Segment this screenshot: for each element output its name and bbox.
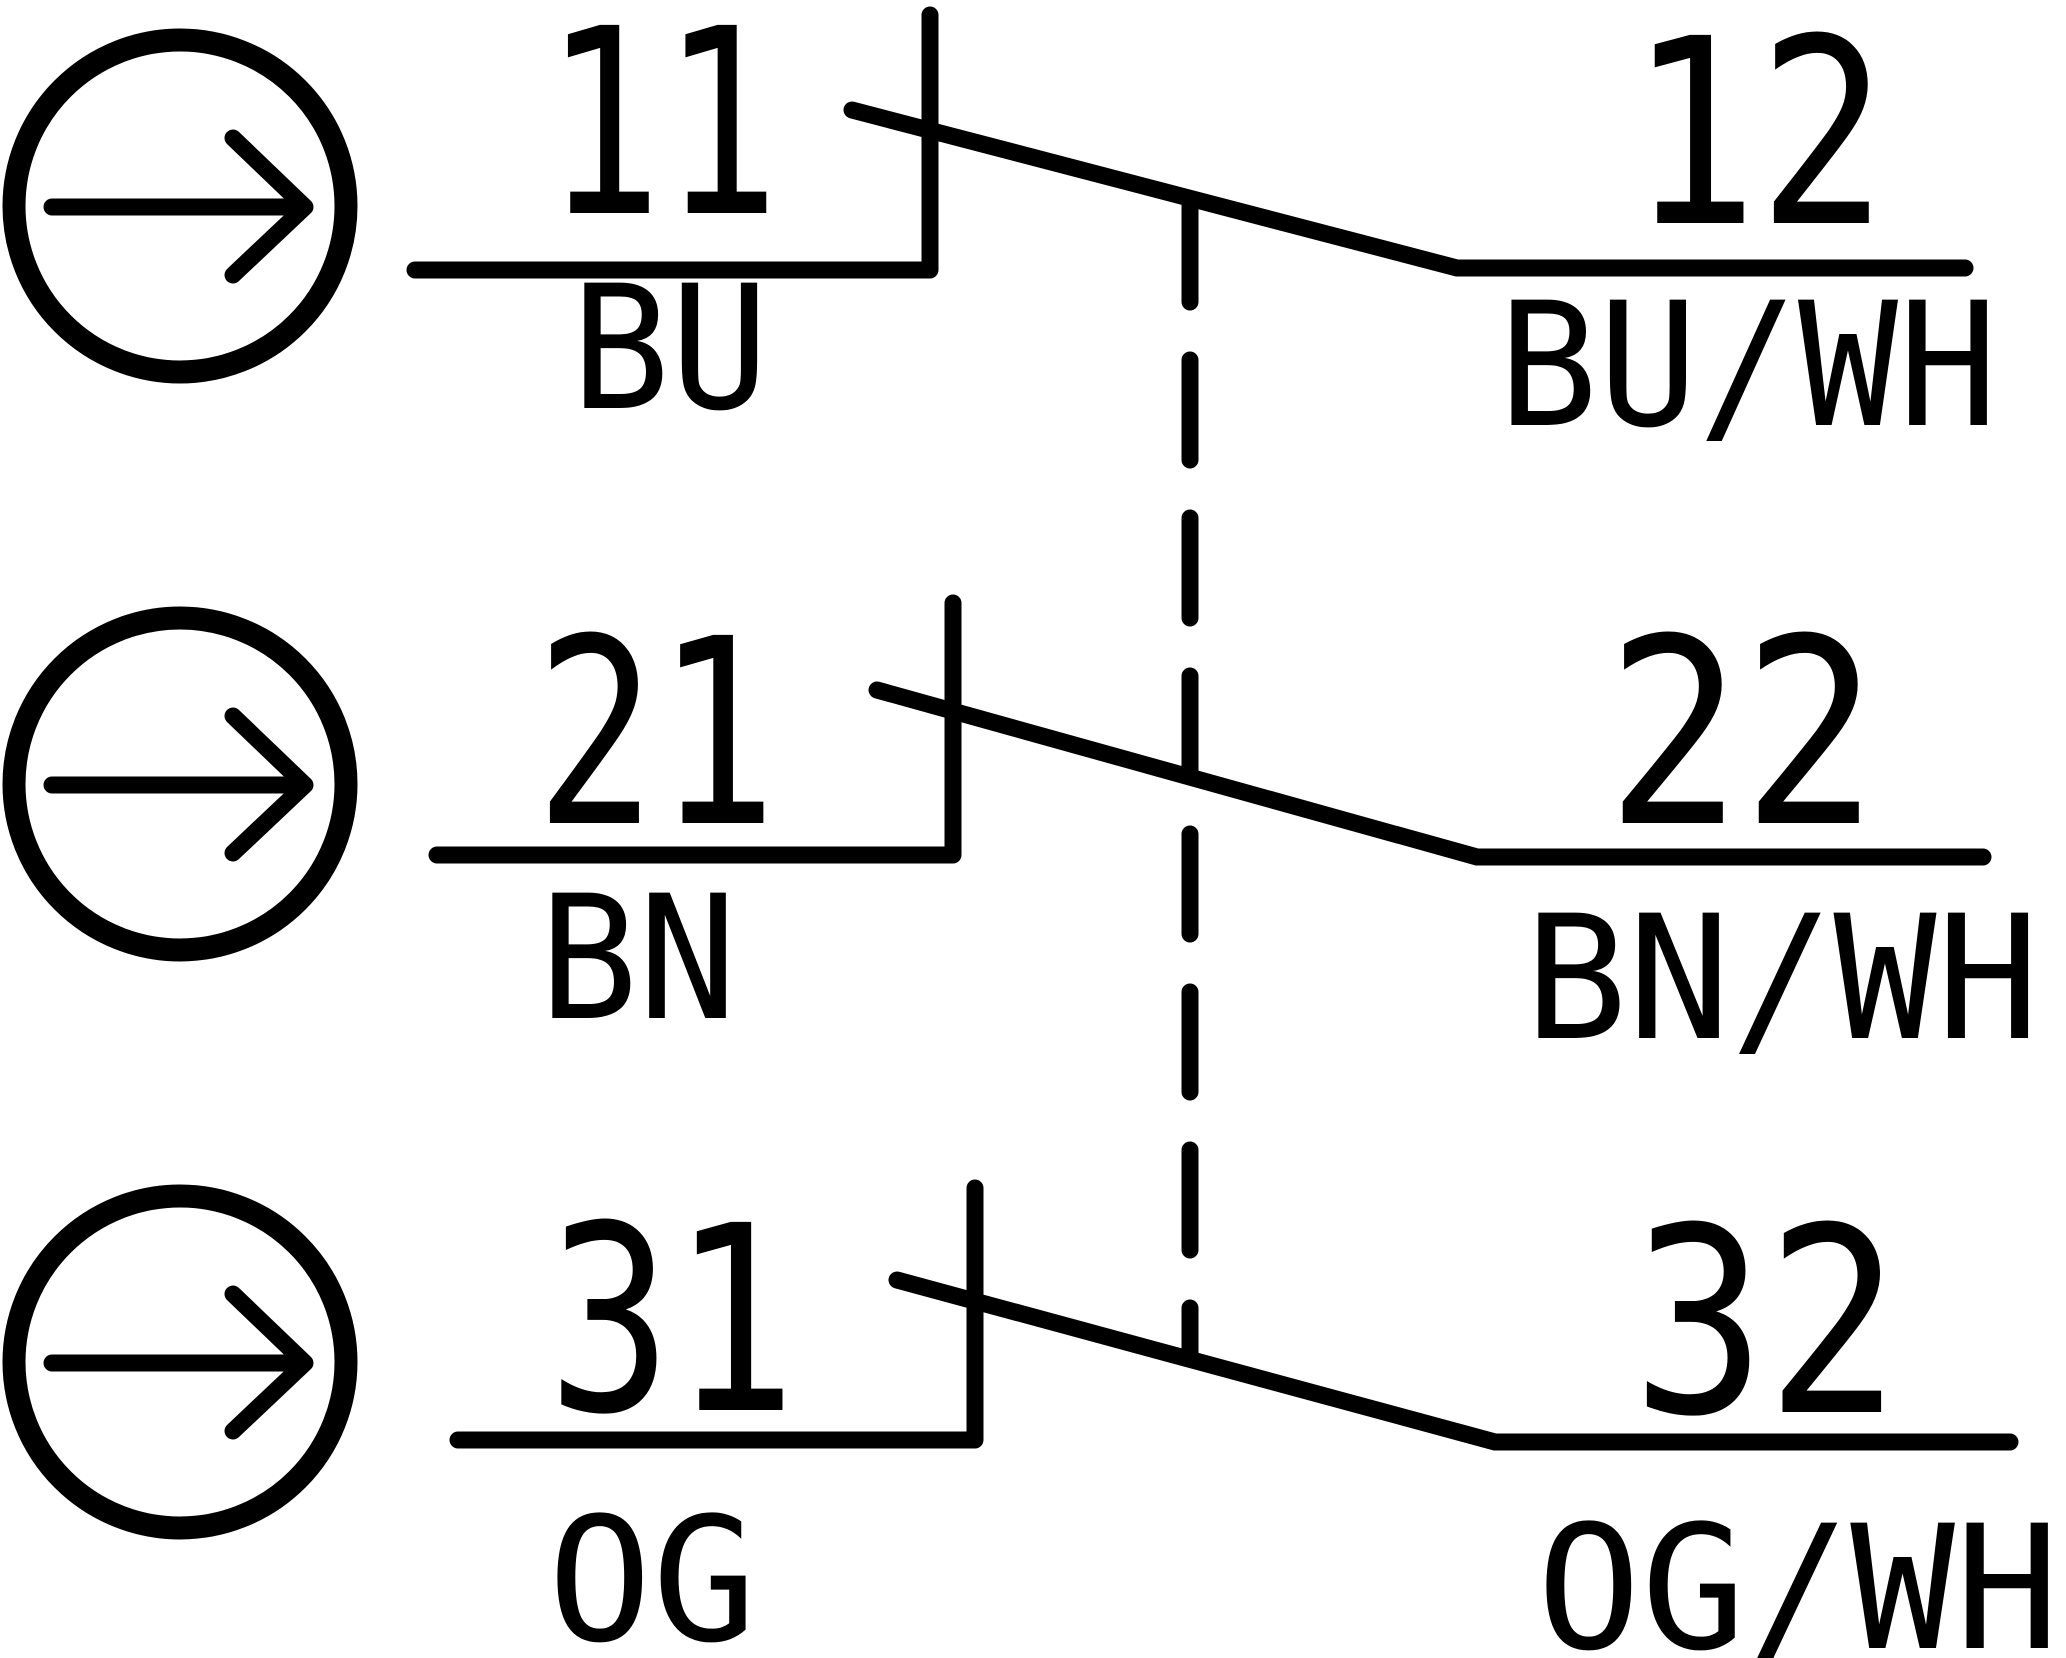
terminal-label-left: 21 [535,584,777,884]
switch-lever-and-right-lead [888,1271,2019,1451]
left-lead-and-contact-post [449,1179,984,1449]
terminal-label-right: 32 [1632,1173,1900,1473]
arrow-head [224,707,314,862]
arrow-right-in-circle-icon [2,606,358,962]
wire-color-label-left: BN [539,858,737,1059]
contact-row-1: 11 BU 12 BU/WH [2,0,1998,466]
left-lead-and-contact-post [406,6,939,279]
terminal-label-left: 11 [545,0,780,274]
left-lead-and-contact-post [428,594,962,864]
arrow-right-in-circle-icon [2,1184,358,1540]
terminal-label-right: 22 [1606,584,1878,884]
terminal-label-left: 31 [548,1171,797,1471]
wire-color-label-left: BU [571,248,769,449]
arrow-right-in-circle-icon [2,28,358,384]
actuator-circle [2,1184,358,1540]
wire-color-label-left: OG [548,1480,757,1658]
arrow-head [224,1285,314,1440]
actuator-circle [2,606,358,962]
wire-color-label-right: BN/WH [1525,878,2040,1079]
contact-row-2: 21 BN 22 BN/WH [2,584,2040,1079]
wire-color-label-right: BU/WH [1498,265,1998,466]
switch-lever-and-right-lead [868,681,1992,866]
switch-lever-and-right-lead [843,101,1974,277]
actuator-circle [2,28,358,384]
wire-color-label-right: OG/WH [1537,1488,2060,1658]
terminal-label-right: 12 [1629,0,1887,284]
contact-row-3: 31 OG 32 OG/WH [2,1171,2060,1658]
arrow-head [224,129,314,284]
